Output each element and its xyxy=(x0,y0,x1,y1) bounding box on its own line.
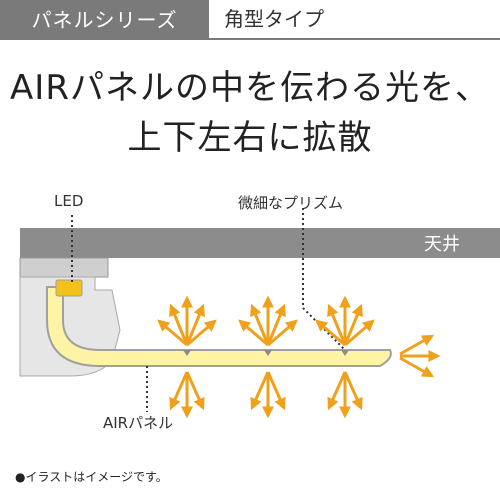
arrow xyxy=(185,371,205,411)
led xyxy=(55,279,83,297)
ceiling-label: 天井 xyxy=(424,234,460,255)
type-label: 角型タイプ xyxy=(224,7,324,31)
arrow xyxy=(343,371,363,411)
ceiling xyxy=(20,228,500,258)
prisms xyxy=(183,350,349,356)
arrow xyxy=(315,319,346,347)
light-diffusion-diagram xyxy=(19,208,500,419)
fixture-housing xyxy=(19,257,109,278)
arrow xyxy=(267,319,298,347)
prism xyxy=(183,350,191,356)
light-arrows xyxy=(157,295,441,419)
prism xyxy=(341,350,349,356)
led-label: LED xyxy=(54,192,84,210)
arrow xyxy=(399,334,435,356)
arrow xyxy=(169,371,189,411)
prism xyxy=(264,350,272,356)
air-panel xyxy=(46,286,392,367)
series-tab: パネルシリーズ xyxy=(0,0,209,40)
arrow xyxy=(250,371,270,411)
arrow xyxy=(327,303,347,346)
headline-line2: 上下左右に拡散 xyxy=(127,118,373,158)
arrow xyxy=(266,303,286,346)
arrow xyxy=(327,371,347,411)
arrow xyxy=(169,303,189,346)
arrow xyxy=(186,319,217,347)
arrow xyxy=(344,319,375,347)
arrow xyxy=(266,371,286,411)
illustration-note: ●イラストはイメージです。 xyxy=(15,470,168,484)
prism-leader xyxy=(302,208,346,351)
prism-label: 微細なプリズム xyxy=(238,194,344,212)
arrow xyxy=(399,356,435,378)
air-panel-label: AIRパネル xyxy=(103,414,174,432)
arrow xyxy=(185,303,205,346)
arrow xyxy=(343,303,363,346)
type-tab: 角型タイプ xyxy=(209,0,500,40)
arrow xyxy=(157,319,188,347)
arrow xyxy=(250,303,270,346)
arrow xyxy=(238,319,269,347)
headline-line1: AIRパネルの中を伝わる光を、 xyxy=(10,68,490,108)
header-bar: パネルシリーズ 角型タイプ xyxy=(0,0,500,40)
